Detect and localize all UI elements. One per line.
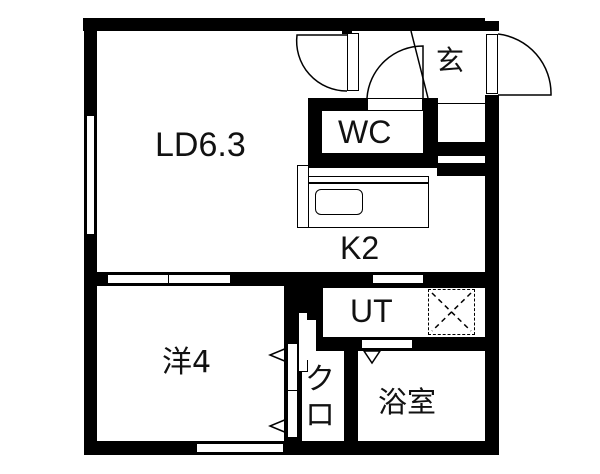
bath-door-opening	[361, 339, 413, 349]
bedroom-top-window-2	[168, 274, 231, 284]
corridor-wall-bottom	[437, 163, 485, 176]
bath-left-wall	[344, 337, 358, 441]
outer-wall-bottom	[84, 441, 499, 455]
wc-interior	[322, 111, 423, 153]
bedroom-bottom-window	[196, 443, 284, 453]
room-label-k: K2	[340, 230, 380, 266]
outer-wall-top	[83, 18, 499, 31]
room-label-closet: クロ	[305, 362, 335, 433]
closet-door-marker-upper	[268, 347, 288, 363]
room-label-entrance: 玄	[436, 44, 465, 77]
divider-wc-entrance	[342, 30, 352, 34]
ut-top-opening	[372, 274, 424, 284]
bath-interior	[358, 351, 485, 441]
wc-door-opening	[367, 98, 423, 111]
ld-door-jamb	[347, 33, 359, 91]
room-label-bedroom: 洋4	[162, 345, 212, 380]
closet-door-lower	[287, 390, 298, 438]
room-label-bath: 浴室	[378, 385, 437, 419]
closet-door-marker-lower	[268, 418, 288, 434]
kitchen-sink	[315, 189, 363, 215]
bath-door-marker	[362, 350, 382, 365]
corridor-wall-top	[437, 142, 485, 156]
ld-door-swing	[295, 34, 348, 92]
entrance-door-jamb	[486, 34, 498, 94]
wc-door-swing	[366, 45, 424, 99]
room-label-ld: LD6.3	[155, 126, 246, 164]
entrance-door-swing	[497, 33, 552, 96]
room-label-wc: WC	[338, 114, 392, 150]
closet-interior-upper	[302, 320, 316, 360]
closet-interior	[308, 351, 344, 441]
room-label-ut: UT	[350, 293, 393, 329]
entrance-step-line	[437, 103, 485, 104]
entrance-right-wall	[485, 95, 499, 185]
entrance-top-gap	[485, 18, 499, 21]
washer-x-2	[431, 292, 472, 332]
ld-window	[86, 115, 95, 235]
entrance-diagonal	[410, 30, 429, 99]
kitchen-counter-top-line	[308, 182, 429, 184]
